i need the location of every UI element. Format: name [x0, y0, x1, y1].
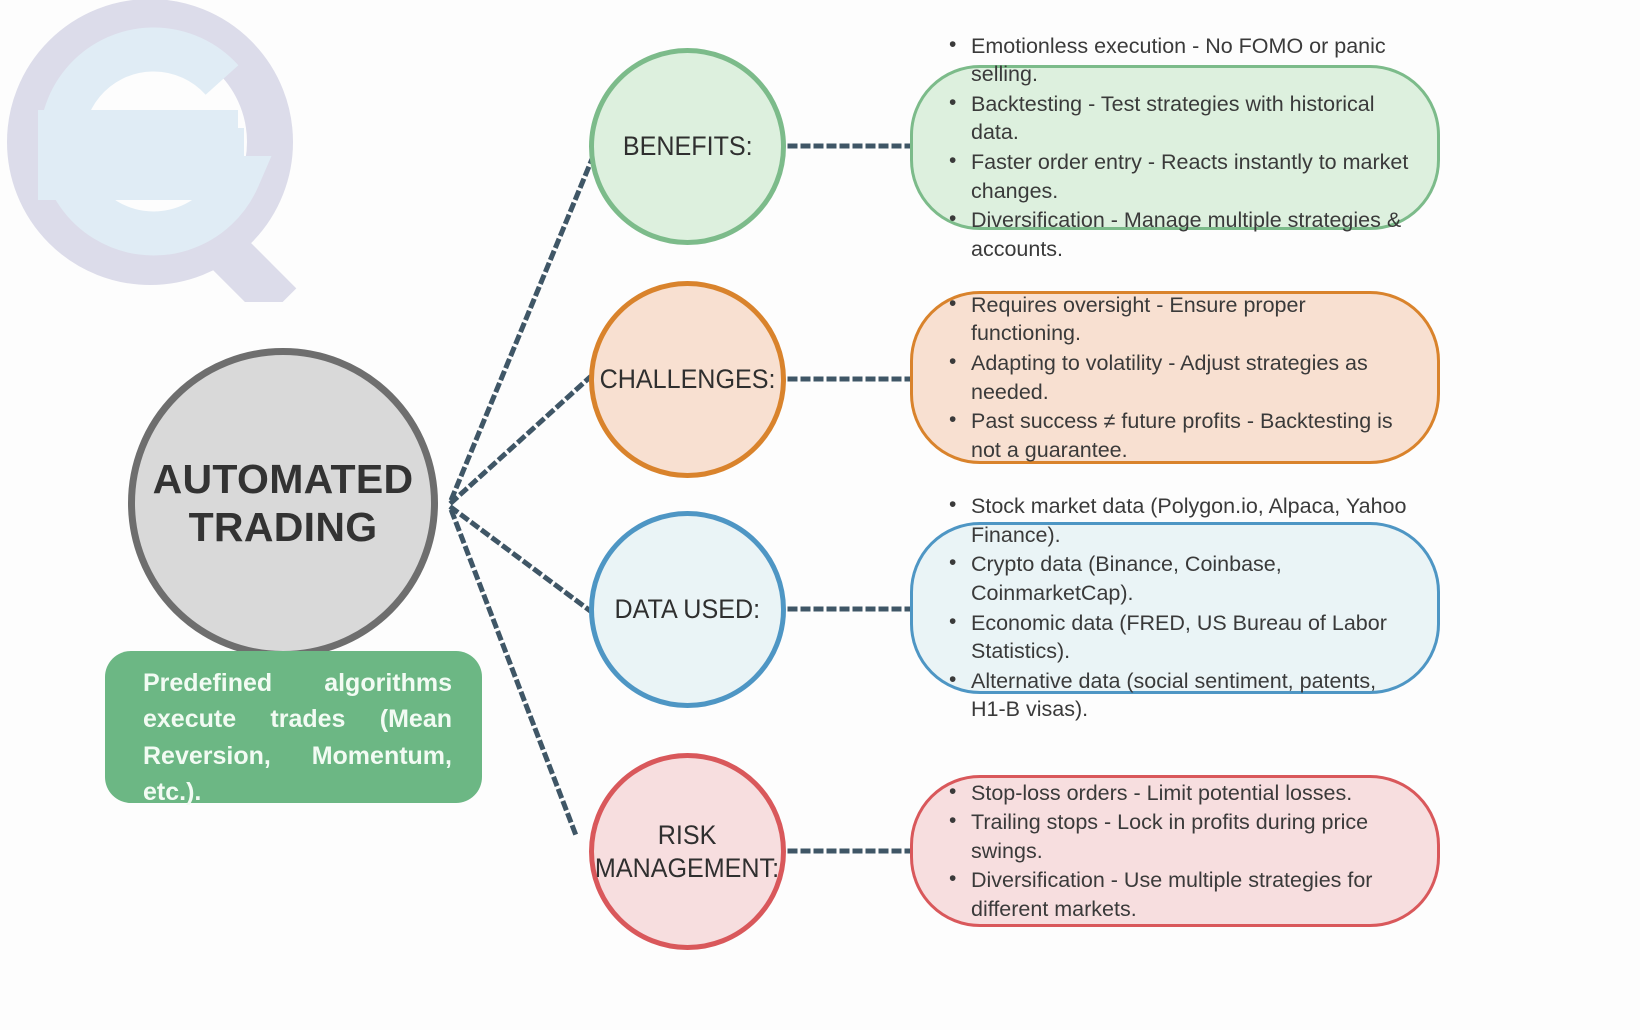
list-item: Backtesting - Test strategies with histo… [949, 89, 1411, 147]
connector-center-to-data [448, 504, 593, 614]
caption-text: Predefined algorithms execute trades (Me… [143, 669, 452, 806]
branch-label-challenges: CHALLENGES: [599, 364, 776, 395]
detail-box-benefits: Emotionless execution - No FOMO or panic… [910, 31, 1440, 261]
list-item: Crypto data (Binance, Coinbase, Coinmark… [949, 549, 1411, 607]
list-item: Trailing stops - Lock in profits during … [949, 807, 1411, 865]
list-item: Faster order entry - Reacts instantly to… [949, 147, 1411, 205]
branch-label-risk-line2: MANAGEMENT: [595, 852, 780, 883]
branch-circle-benefits[interactable]: BENEFITS: [589, 48, 786, 245]
detail-box-data-used: Stock market data (Polygon.io, Alpaca, Y… [910, 491, 1440, 721]
detail-box-challenges: Requires oversight - Ensure proper funct… [910, 290, 1440, 466]
detail-list-challenges: Requires oversight - Ensure proper funct… [913, 290, 1437, 466]
caption-box-predefined-algorithms: Predefined algorithms execute trades (Me… [105, 651, 482, 806]
list-item: Diversification - Use multiple strategie… [949, 865, 1411, 923]
branch-label-data-used: DATA USED: [614, 594, 761, 625]
connector-center-to-benefits [448, 143, 601, 502]
magnifying-glass-s-logo-watermark [0, 0, 330, 321]
watermark-icon [7, 0, 297, 321]
connector-center-to-challenges [448, 374, 593, 506]
branch-circle-data-used[interactable]: DATA USED: [589, 511, 786, 708]
list-item: Economic data (FRED, US Bureau of Labor … [949, 607, 1411, 666]
list-item: Emotionless execution - No FOMO or panic… [949, 31, 1411, 89]
detail-list-data-used: Stock market data (Polygon.io, Alpaca, Y… [913, 491, 1437, 725]
detail-list-benefits: Emotionless execution - No FOMO or panic… [913, 31, 1437, 265]
list-item: Past success ≠ future profits - Backtest… [949, 406, 1411, 464]
center-node-label-line1: AUTOMATED [152, 455, 414, 502]
list-item: Requires oversight - Ensure proper funct… [949, 290, 1411, 348]
list-item: Stop-loss orders - Limit potential losse… [949, 778, 1411, 808]
branch-circle-challenges[interactable]: CHALLENGES: [589, 281, 786, 478]
list-item: Adapting to volatility - Adjust strategi… [949, 348, 1411, 406]
list-item: Stock market data (Polygon.io, Alpaca, Y… [949, 491, 1411, 549]
detail-list-risk-management: Stop-loss orders - Limit potential losse… [913, 778, 1437, 925]
center-node-label-line2: TRADING [188, 504, 378, 550]
branch-label-benefits: BENEFITS: [622, 131, 753, 162]
detail-box-risk-management: Stop-loss orders - Limit potential losse… [910, 775, 1440, 927]
list-item: Alternative data (social sentiment, pate… [949, 666, 1411, 724]
list-item: Diversification - Manage multiple strate… [949, 205, 1411, 263]
branch-label-risk-line1: RISK [658, 820, 717, 851]
